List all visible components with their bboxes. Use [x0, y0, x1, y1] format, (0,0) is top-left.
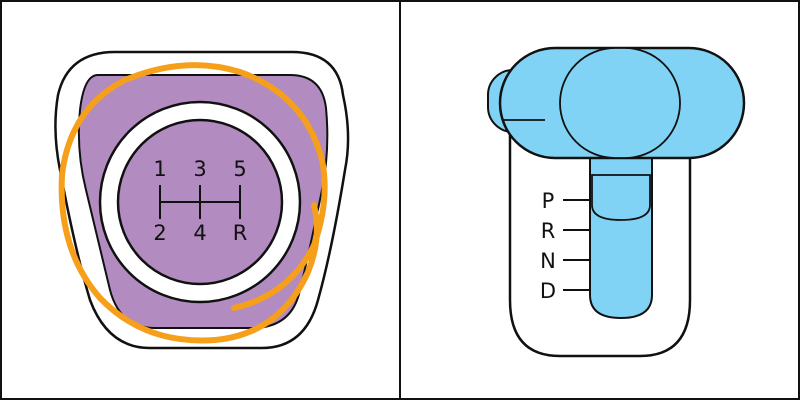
gear-label-3: 3 [193, 157, 206, 181]
auto-shifter-stem-highlight [591, 174, 651, 221]
gear-position-p: P [542, 189, 555, 213]
circle-mark-annotation [58, 62, 328, 344]
gear-label-1: 1 [153, 157, 166, 181]
gear-label-4: 4 [193, 221, 206, 245]
gear-label-2: 2 [153, 221, 166, 245]
gear-position-r: R [541, 219, 556, 243]
gear-label-r: R [233, 221, 248, 245]
auto-handle-grip [559, 47, 681, 159]
shift-pattern [159, 185, 241, 219]
gear-label-5: 5 [233, 157, 246, 181]
gear-position-n: N [540, 249, 556, 273]
manual-shifter-panel: 1 3 5 2 4 R [54, 50, 350, 350]
gear-position-d: D [540, 279, 556, 303]
automatic-shifter-panel: P R N D [487, 46, 746, 358]
gear-position-ticks [563, 199, 590, 291]
